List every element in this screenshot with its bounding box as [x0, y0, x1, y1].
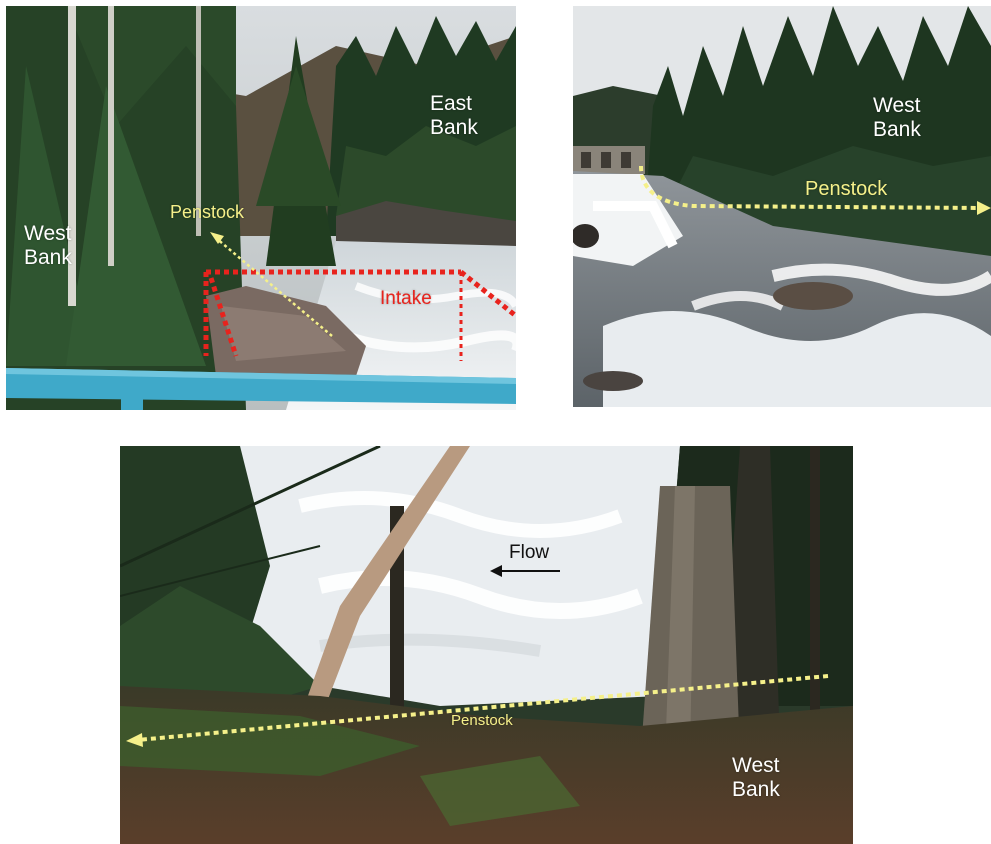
photo-forest-penstock: Flow Penstock West Bank [120, 446, 853, 844]
photo-intake-view: East Bank West Bank Penstock Intake [6, 6, 516, 410]
label-penstock: Penstock [805, 178, 888, 200]
photo-dam-rapids: West Bank Penstock [573, 6, 991, 407]
photo-intake-scene [6, 6, 516, 410]
label-flow: Flow [509, 542, 550, 563]
label-west-bank: West Bank [24, 222, 72, 270]
label-east-bank: East Bank [430, 92, 478, 140]
label-west-bank: West Bank [732, 754, 780, 802]
label-west-bank: West Bank [873, 94, 921, 142]
label-penstock: Penstock [170, 202, 245, 222]
photo-dam-scene [573, 6, 991, 407]
photo-forest-scene [120, 446, 853, 844]
label-intake: Intake [380, 288, 432, 309]
label-penstock: Penstock [451, 712, 513, 729]
